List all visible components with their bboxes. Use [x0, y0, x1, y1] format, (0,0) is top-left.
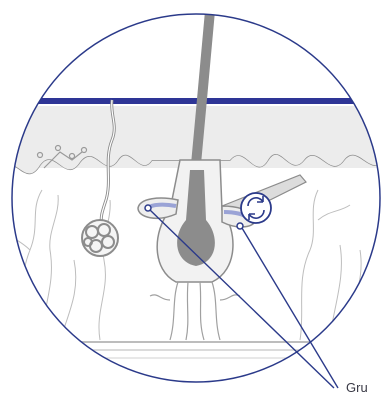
sweat-gland	[82, 220, 118, 256]
sebaceous-gland-left	[138, 198, 178, 218]
callout-label: Gru	[346, 380, 368, 395]
refresh-icon	[241, 193, 271, 223]
